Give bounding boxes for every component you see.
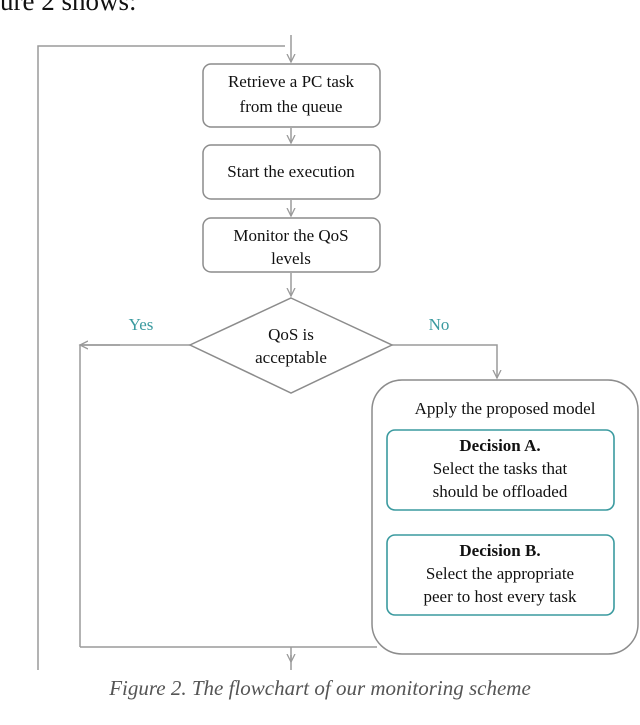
decision-b-line-1: Select the appropriate: [426, 564, 574, 583]
start-execution-box: [202, 144, 381, 200]
retrieve-line-2: from the queue: [240, 97, 343, 116]
monitor-qos-box: [202, 217, 381, 273]
decision-b-line-2: peer to host every task: [424, 587, 577, 606]
yes-branch-line: [79, 344, 190, 647]
monitor-line-2: levels: [271, 249, 311, 268]
decision-line-1: QoS is: [268, 325, 314, 344]
retrieve-line-1: Retrieve a PC task: [228, 72, 355, 91]
decision-a-box: [386, 429, 615, 511]
no-label: No: [429, 315, 450, 334]
no-branch-line: [392, 344, 497, 378]
decision-a-line-2: should be offloaded: [433, 482, 568, 501]
page-top-text: ure 2 shows:: [0, 0, 137, 16]
flowchart: Retrieve a PC task from the queue Start …: [37, 35, 639, 670]
decision-a-title: Decision A.: [459, 436, 540, 455]
qos-decision-diamond: [188, 297, 394, 394]
start-label: Start the execution: [227, 162, 355, 181]
decision-a-line-1: Select the tasks that: [433, 459, 568, 478]
retrieve-task-box: [202, 63, 381, 128]
monitor-line-1: Monitor the QoS: [233, 226, 348, 245]
decision-b-box: [386, 534, 615, 616]
yes-label: Yes: [129, 315, 154, 334]
decision-b-title: Decision B.: [459, 541, 540, 560]
figure-caption: Figure 2. The flowchart of our monitorin…: [109, 676, 531, 700]
apply-model-label: Apply the proposed model: [415, 399, 596, 418]
decision-line-2: acceptable: [255, 348, 327, 367]
loop-line: [37, 45, 292, 670]
